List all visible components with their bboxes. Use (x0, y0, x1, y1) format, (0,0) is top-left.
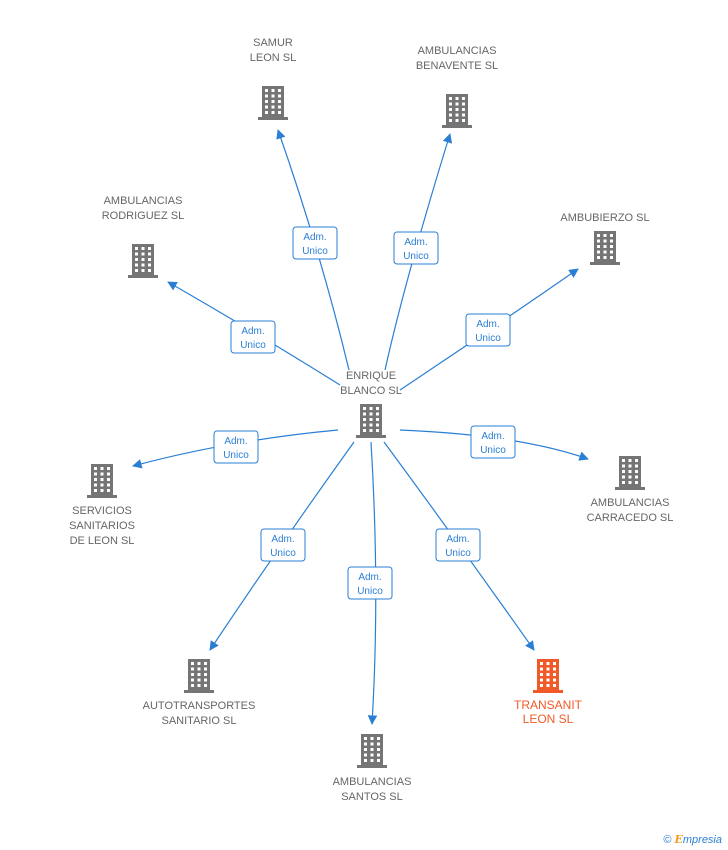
role-badge-benavente[interactable]: Adm.Unico (393, 231, 439, 265)
building-icon-servicios[interactable] (87, 464, 117, 498)
role-badge-rodriguez[interactable]: Adm.Unico (230, 320, 276, 354)
svg-text:Adm.Unico: Adm.Unico (357, 572, 383, 597)
building-icon-carracedo[interactable] (615, 456, 645, 490)
building-icon-rodriguez[interactable] (128, 244, 158, 278)
building-icon-santos[interactable] (357, 734, 387, 768)
role-badge-autotransportes[interactable]: Adm.Unico (260, 528, 306, 562)
building-icon-samur[interactable] (258, 86, 288, 120)
svg-text:Adm.Unico: Adm.Unico (240, 326, 266, 351)
footer-brand: © Empresia (663, 833, 722, 846)
svg-text:Adm.Unico: Adm.Unico (403, 237, 429, 262)
svg-text:Adm.Unico: Adm.Unico (445, 534, 471, 559)
node-label-ambubierzo: AMBUBIERZO SL (560, 212, 649, 224)
role-badge-samur[interactable]: Adm.Unico (292, 226, 338, 260)
svg-text:Adm.Unico: Adm.Unico (270, 534, 296, 559)
role-badge-servicios[interactable]: Adm.Unico (213, 430, 259, 464)
role-badge-carracedo[interactable]: Adm.Unico (470, 425, 516, 459)
building-icon-transanit[interactable] (533, 659, 563, 693)
center-building-icon[interactable] (356, 404, 386, 438)
svg-text:Adm.Unico: Adm.Unico (475, 319, 501, 344)
role-badge-ambubierzo[interactable]: Adm.Unico (465, 313, 511, 347)
brand-name: mpresia (682, 834, 722, 846)
svg-text:Adm.Unico: Adm.Unico (480, 431, 506, 456)
copyright-symbol: © (663, 834, 672, 846)
edges-layer: Adm.UnicoAdm.UnicoAdm.UnicoAdm.UnicoAdm.… (132, 129, 589, 725)
brand-initial: E (674, 833, 683, 846)
edge-benavente (384, 133, 453, 371)
svg-text:Adm.Unico: Adm.Unico (302, 232, 328, 257)
building-icon-ambubierzo[interactable] (590, 231, 620, 265)
role-badge-santos[interactable]: Adm.Unico (347, 566, 393, 600)
svg-text:Adm.Unico: Adm.Unico (223, 436, 249, 461)
role-badge-transanit[interactable]: Adm.Unico (435, 528, 481, 562)
building-icon-autotransportes[interactable] (184, 659, 214, 693)
building-icon-benavente[interactable] (442, 94, 472, 128)
